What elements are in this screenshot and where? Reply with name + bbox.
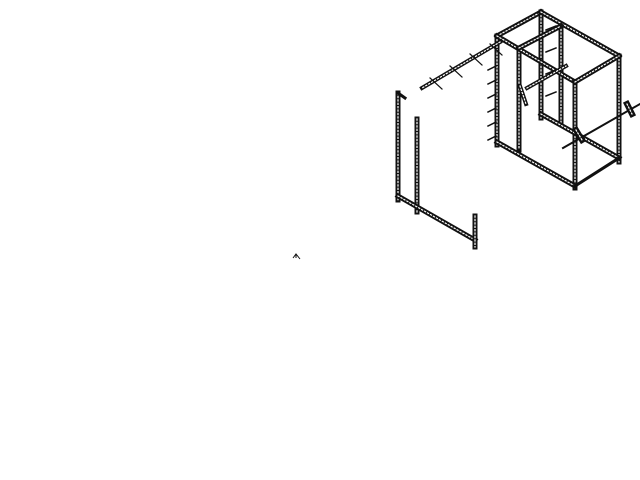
detached-side-frame xyxy=(394,90,479,250)
top-beam-right-holes xyxy=(574,55,620,83)
bottom-beam-front-holes xyxy=(496,141,576,187)
back-peg-2 xyxy=(545,69,557,75)
j-hook-far xyxy=(622,99,637,119)
j-hook-left-holes xyxy=(519,85,527,105)
pullup-hook-1 xyxy=(449,65,463,78)
top-beam-left-holes xyxy=(496,11,542,37)
pullup-hook-3 xyxy=(489,43,503,56)
back-peg-0 xyxy=(545,25,557,31)
storage-peg-5 xyxy=(486,134,498,142)
j-hook-right-holes xyxy=(575,129,583,141)
bottom-beam-right xyxy=(572,155,622,189)
top-beam-front-holes xyxy=(496,35,576,83)
power-rack-frame xyxy=(493,8,623,191)
cursor-crosshair-icon xyxy=(292,253,301,260)
pullup-hook-2 xyxy=(469,53,483,66)
back-peg-3 xyxy=(545,91,557,97)
top-beam-back-holes xyxy=(540,11,620,57)
pullup-hook-0 xyxy=(429,77,443,90)
barbell xyxy=(561,102,640,150)
pullup-bar-holes xyxy=(421,41,501,89)
side-post-cap xyxy=(395,90,408,101)
storage-peg-3 xyxy=(486,106,498,114)
storage-peg-1 xyxy=(486,78,498,86)
side-bottom-beam-holes xyxy=(397,195,476,241)
storage-peg-4 xyxy=(486,120,498,128)
back-peg-1 xyxy=(545,47,557,53)
safety-arm-holes xyxy=(526,65,567,89)
storage-peg-0 xyxy=(486,64,498,72)
top-beam-inner-holes xyxy=(518,25,562,49)
storage-peg-2 xyxy=(486,92,498,100)
rack-accessories xyxy=(419,25,640,150)
